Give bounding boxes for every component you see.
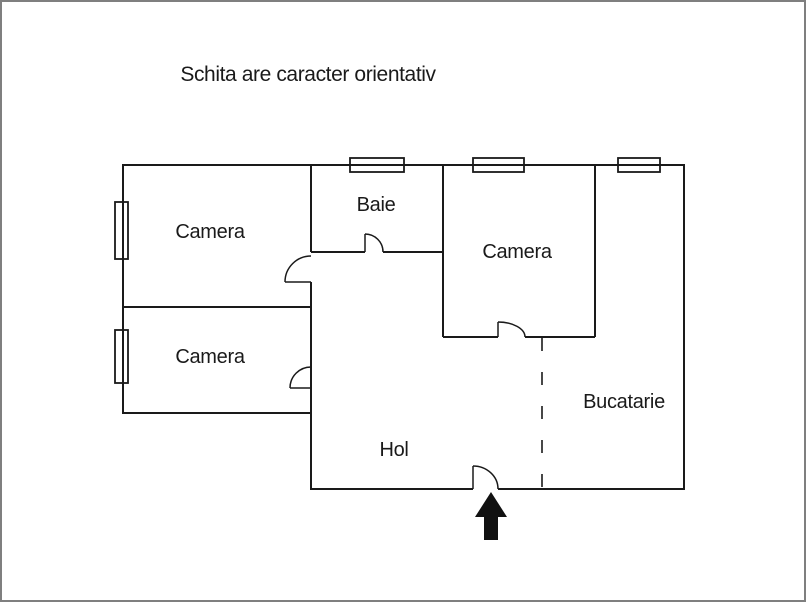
door-arc xyxy=(364,233,384,253)
window-symbol-camera-right xyxy=(472,157,525,173)
door-arc xyxy=(284,255,312,283)
door-symbol-camera-bottom-left xyxy=(289,366,312,389)
room-label-camera-bottom-left: Camera xyxy=(175,346,246,368)
room-label-bucatarie: Bucatarie xyxy=(583,391,665,413)
entrance-arrow-icon xyxy=(475,492,507,540)
door-symbol-baie xyxy=(364,233,384,253)
door-symbol-camera-top-left xyxy=(284,255,312,283)
room-label-baie: Baie xyxy=(357,194,396,216)
window-symbol-left-bottom xyxy=(114,329,129,384)
door-symbol-entrance xyxy=(472,465,499,490)
door-symbol-camera-right xyxy=(497,321,526,338)
window-symbol-left-top xyxy=(114,201,129,260)
door-arc xyxy=(472,465,499,490)
room-label-hol: Hol xyxy=(379,439,408,461)
room-label-camera-right: Camera xyxy=(482,241,553,263)
door-arc xyxy=(497,321,526,338)
window-symbol-bucatarie xyxy=(617,157,661,173)
window-symbol-baie xyxy=(349,157,405,173)
page-title: Schita are caracter orientativ xyxy=(180,63,436,86)
door-arc xyxy=(289,366,312,389)
room-label-camera-top-left: Camera xyxy=(175,221,246,243)
outer-walls xyxy=(122,164,685,490)
